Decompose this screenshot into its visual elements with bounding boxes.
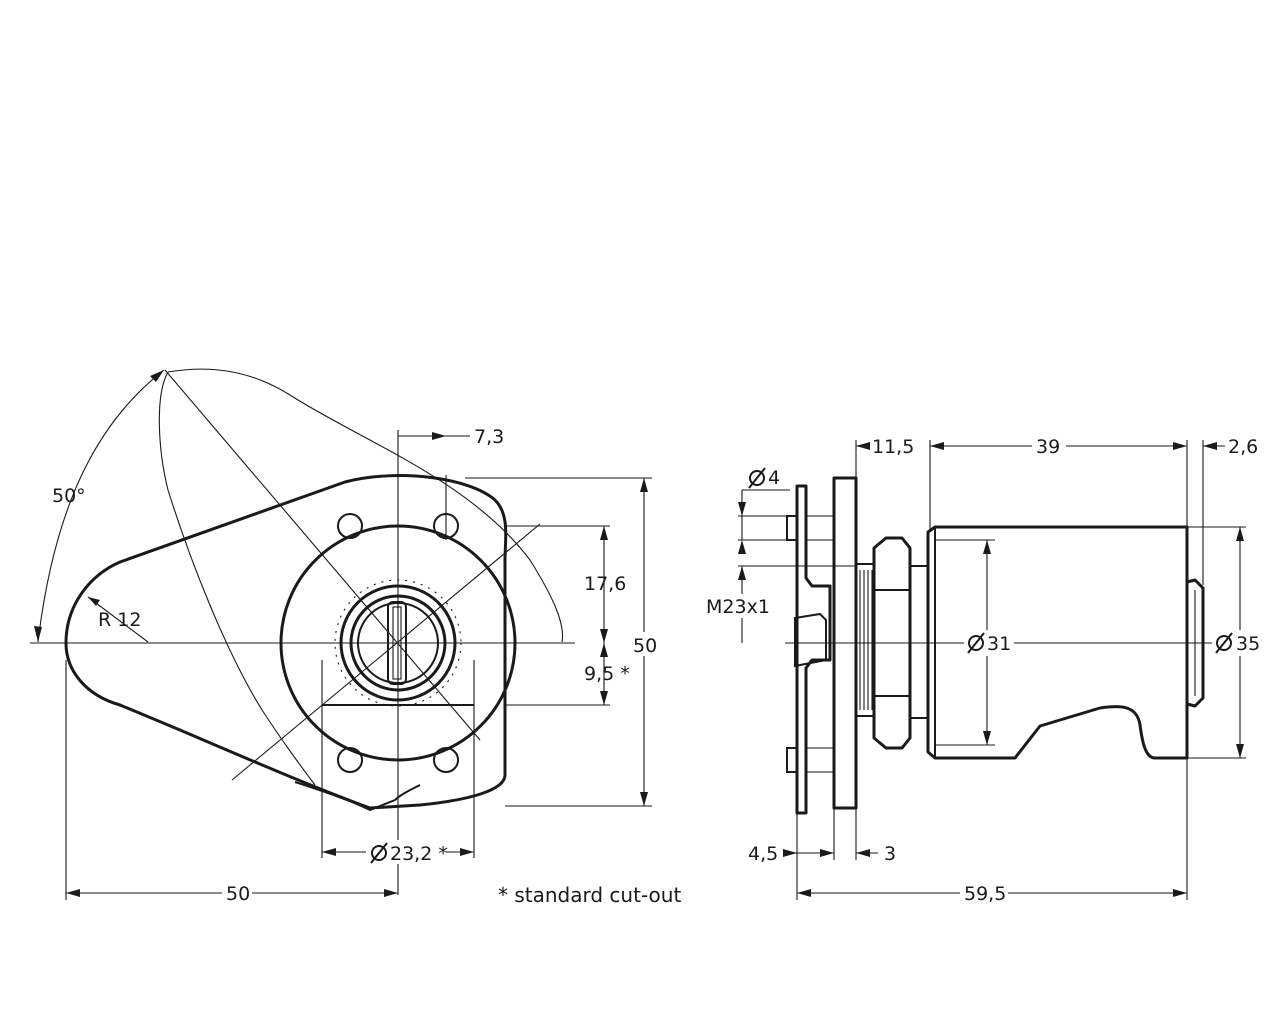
arrow-50-top <box>640 478 648 492</box>
arrow-31-bottom <box>983 731 991 745</box>
dim-top-11-5-label: 11,5 <box>872 436 914 458</box>
arrow-width-left <box>66 889 80 897</box>
screw-top-head <box>786 515 798 541</box>
dim-top-39-label: 39 <box>1036 436 1060 458</box>
mounting-hole-br <box>433 747 459 773</box>
dim-thread-label: M23x1 <box>706 596 770 618</box>
angle-arrow-bottom <box>34 626 42 642</box>
arrow-35-top <box>1236 527 1244 541</box>
dim-height-total-label: 50 <box>633 635 657 657</box>
thread-body <box>855 563 875 717</box>
front-view: 50° R 12 7,3 17,6 9,5 * 50 <box>30 368 660 905</box>
label-bg-39 <box>1032 434 1066 458</box>
diameter-symbol-hole <box>748 467 766 489</box>
hex-nut <box>872 536 912 750</box>
arrow-9-5-bottom <box>600 691 608 705</box>
cam-arm-outline <box>64 474 508 810</box>
washer <box>909 565 929 719</box>
label-bg-35 <box>1212 630 1264 656</box>
thread-lines <box>859 570 873 710</box>
dim-plate-thickness-label: 4,5 <box>748 843 778 865</box>
flange-circle <box>279 524 517 762</box>
label-bg-59-5 <box>960 881 1008 905</box>
arrow-17-6-top <box>600 526 608 540</box>
keyway <box>387 601 407 685</box>
dim-height-upper-label: 17,6 <box>584 573 626 595</box>
dim-hole-diameter-label: 4 <box>768 467 780 489</box>
arrow-39-left <box>930 442 944 450</box>
arrow-11-5 <box>856 442 870 450</box>
arrow-cutout-left <box>322 848 336 856</box>
arrow-59-5-right <box>1173 889 1187 897</box>
arrow-2-6 <box>1203 442 1217 450</box>
radius-arrow <box>88 597 100 606</box>
arrow-4-5-left <box>783 849 797 857</box>
cam-swing-envelope <box>158 368 564 786</box>
arrow-9-5-top <box>600 643 608 657</box>
screw-bottom-head <box>786 747 798 773</box>
arrow-7-3 <box>432 432 446 440</box>
label-bg-31 <box>964 630 1014 656</box>
dim-top-2-6-label: 2,6 <box>1228 436 1258 458</box>
label-bg-width <box>222 881 252 905</box>
lock-body <box>926 525 1189 760</box>
keyway-inner <box>392 606 402 680</box>
dim-angle-label: 50° <box>52 485 86 507</box>
end-cap <box>1185 578 1205 708</box>
cylinder-dotted-ring <box>334 579 462 707</box>
arrow-hole-bottom <box>738 540 746 554</box>
footnote-standard-cutout: * standard cut-out <box>498 883 681 907</box>
mounting-hole-tl <box>337 513 363 539</box>
radius-leader <box>87 596 149 643</box>
arrow-59-5-left <box>797 889 811 897</box>
cam-latch-lip <box>294 781 421 812</box>
arrow-thread <box>738 566 746 580</box>
arrow-35-bottom <box>1236 744 1244 758</box>
label-bg-thread <box>704 594 774 618</box>
arrow-width-right <box>384 889 398 897</box>
arrow-31-top <box>983 540 991 554</box>
cam-tongue <box>794 612 827 668</box>
side-view: 4 M23x1 11,5 39 2,6 31 <box>704 434 1264 905</box>
mounting-plate <box>795 484 832 815</box>
arrow-50-bottom <box>640 792 648 806</box>
dim-offset-top-label: 7,3 <box>474 426 504 448</box>
arrow-39-right <box>1173 442 1187 450</box>
dim-cutout-diameter-label: 23,2 * <box>390 843 448 865</box>
angle-arc <box>37 369 165 643</box>
dim-flange-thickness-label: 3 <box>884 843 896 865</box>
cylinder-outer-ring <box>339 584 457 702</box>
diameter-symbol-cutout <box>370 842 388 864</box>
diameter-symbol-35 <box>1215 632 1233 654</box>
construction-line-1 <box>164 369 481 741</box>
angle-arrow-top <box>150 370 164 382</box>
arrow-3 <box>856 849 870 857</box>
label-bg-50 <box>630 632 660 656</box>
dim-radius-label: R 12 <box>98 609 141 631</box>
arrow-4-5-right <box>820 849 834 857</box>
mounting-hole-bl <box>337 747 363 773</box>
arrow-hole-top <box>738 502 746 516</box>
arrow-17-6-bottom <box>600 629 608 643</box>
dim-body-diameter-label: 31 <box>987 633 1011 655</box>
dim-height-lower-label: 9,5 * <box>584 663 630 685</box>
construction-line-2 <box>231 523 541 781</box>
dim-cap-diameter-label: 35 <box>1236 633 1260 655</box>
dim-total-length-label: 59,5 <box>964 883 1006 905</box>
arrow-cutout-right <box>460 848 474 856</box>
diameter-symbol-31 <box>967 632 985 654</box>
cylinder-ring-2 <box>349 594 447 692</box>
dim-width-label: 50 <box>226 883 250 905</box>
